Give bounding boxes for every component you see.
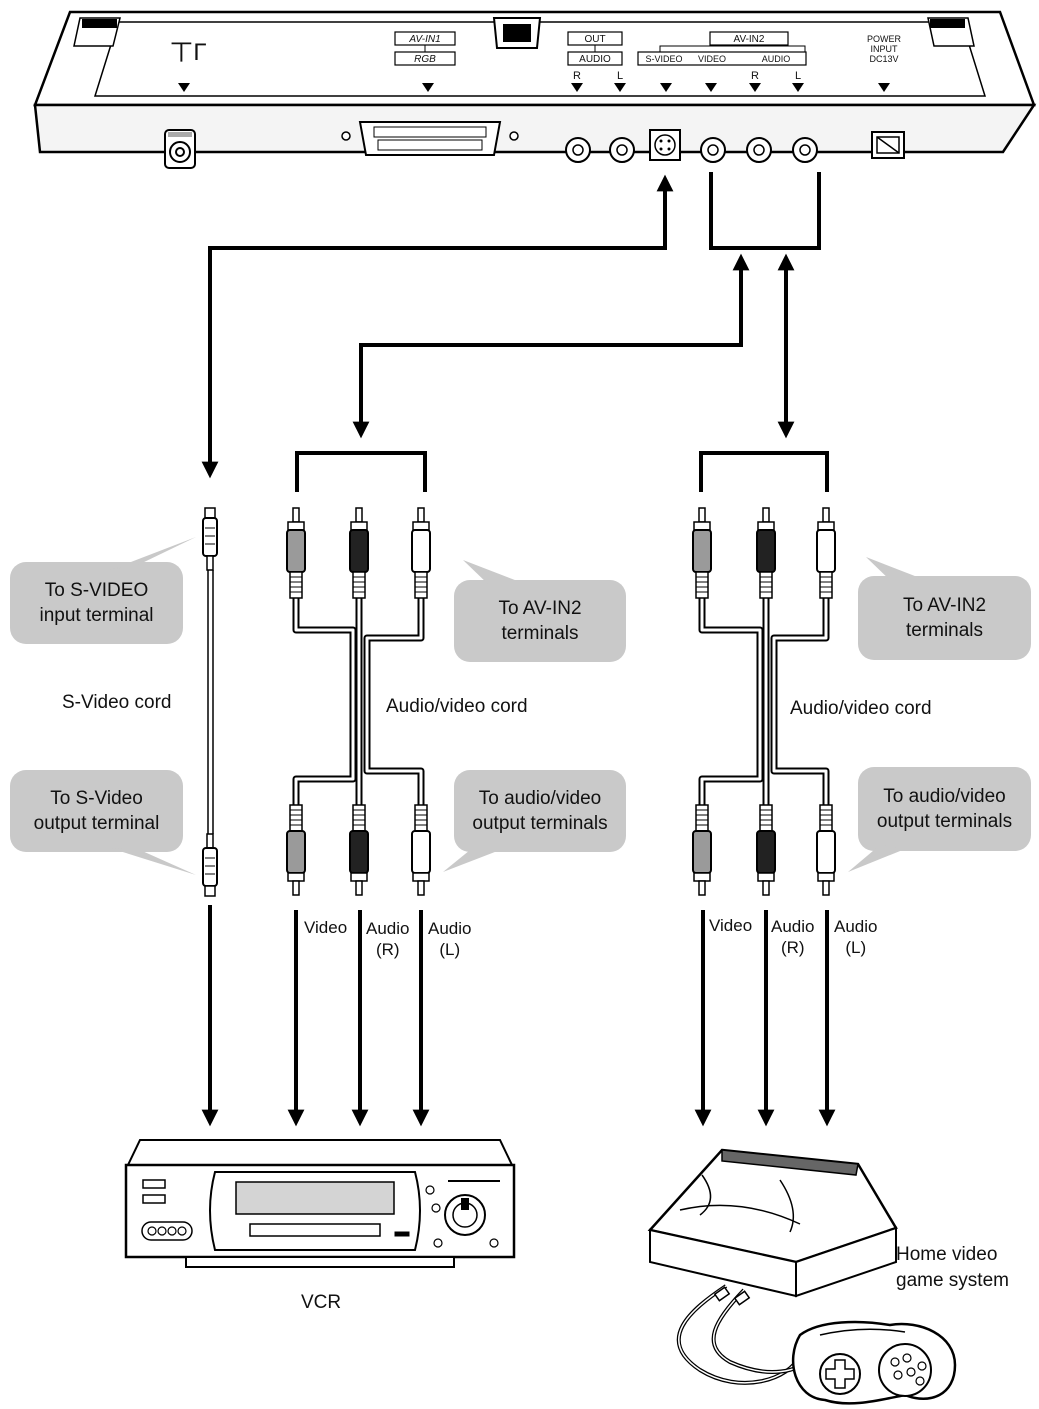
rgb-label: RGB [414,54,436,65]
video-label-right: Video [709,916,753,935]
right-cord-video-plug-bottom [692,804,712,896]
audio-l-label-left: Audio (L) [428,918,471,960]
right-cord-audio-r-plug-bottom [756,804,776,896]
left-cord-audio-l-plug-top [411,507,431,599]
avin2-bracket [709,172,821,250]
callout-text-line: To AV-IN2 [498,598,582,619]
left-cord-video-plug-bottom [286,804,306,896]
rca-jacks [565,137,818,163]
channel-l: (L) [439,940,461,959]
right-cord-audio-l-plug-top [816,507,836,599]
callout-text-line: output terminal [33,813,160,834]
rgb-label-box [394,51,456,66]
power-jack [871,131,905,159]
channel-r: (R) [375,940,400,959]
callout-text-line: terminals [905,620,984,641]
out-r-label: R [573,70,581,82]
vcr-device [124,1139,516,1268]
audio-out-label: AUDIO [579,54,611,65]
right-cord-audio-r-plug-top [756,507,776,599]
svideo-cord-label: S-Video cord [62,692,172,713]
callout-text-line: output terminals [876,811,1013,832]
av-cord-label-left: Audio/video cord [386,696,528,717]
s-video-cord [202,507,218,897]
svideo-route-arrow [201,174,674,479]
left-cord-video-plug-top [286,507,306,599]
game-label-line: Home video [896,1244,998,1265]
av-cord-label-right: Audio/video cord [790,698,932,719]
audio-l-label-right: Audio (L) [834,916,877,958]
callout-text-line: To S-VIDEO [44,580,149,601]
game-label-line: game system [896,1270,1009,1291]
video-label-left: Video [304,918,348,937]
callout-text-line: To audio/video [883,786,1006,807]
terminal-pointer-triangles [178,83,890,92]
audio-out-label-box [567,51,623,66]
connection-arrows [201,172,836,1127]
antenna-symbol: ㄒΓ [169,39,206,66]
left-cord-audio-r-plug-bottom [349,804,369,896]
channel-r: (R) [780,938,805,957]
out-label: OUT [584,34,605,45]
callout-to-avin2-left: To AV-IN2 terminals [454,580,626,662]
tv-rear-panel: ㄒΓ AV-IN1 RGB OUT AUDIO R L AV-IN2 S-VID… [33,10,1037,169]
scart-connector [341,121,519,156]
audio-word: Audio [366,919,410,938]
in-r-label: R [751,70,759,82]
s-video-jack [649,129,681,161]
audio-in-label: AUDIO [762,54,791,64]
game-system-device [647,1148,957,1405]
callout-to-av-output-right: To audio/video output terminals [858,767,1031,851]
callout-text-line: input terminal [39,605,154,626]
av-in2-label-box [709,31,789,46]
left-cord-audio-r-plug-top [349,507,369,599]
audio-r-label-right: Audio (R) [771,916,814,958]
callout-text-line: To S-Video [50,788,143,809]
right-cord-video-plug-top [692,507,712,599]
callout-text-line: To audio/video [478,788,602,809]
audio-video-cords [286,507,836,896]
av-in2-label: AV-IN2 [734,34,765,45]
audio-word: Audio [428,919,472,938]
vcr-label: VCR [301,1292,342,1313]
audio-word: Audio [834,917,878,936]
in-l-label: L [795,70,801,82]
audio-word: Audio [771,917,815,936]
callout-text-line: terminals [501,623,579,644]
power-label-3: DC13V [869,54,898,64]
power-label-1: POWER [867,34,902,44]
audio-r-label-left: Audio (R) [366,918,409,960]
out-l-label: L [617,70,623,82]
callout-to-av-output-left: To audio/video output terminals [454,770,626,852]
callout-to-svideo-output: To S-Video output terminal [10,770,183,852]
s-video-label: S-VIDEO [645,54,682,64]
right-plug-bracket [699,451,829,492]
video-label: VIDEO [698,54,726,64]
av-in2-terminal-box [637,51,807,66]
callout-text-line: To AV-IN2 [902,595,987,616]
game-system-label: Home video game system [896,1242,1009,1294]
left-cord-audio-l-plug-bottom [411,804,431,896]
power-label-2: INPUT [871,44,899,54]
right-cord-audio-l-plug-bottom [816,804,836,896]
callout-to-svideo-input: To S-VIDEO input terminal [10,562,183,644]
channel-l: (L) [845,938,867,957]
callout-text-line: output terminals [472,813,608,834]
left-plug-bracket [295,451,427,492]
antenna-connector [164,129,196,169]
av-in1-label: AV-IN1 [408,34,440,45]
avin2-left-route-arrow [352,253,750,439]
callout-to-avin2-right: To AV-IN2 terminals [858,576,1031,660]
